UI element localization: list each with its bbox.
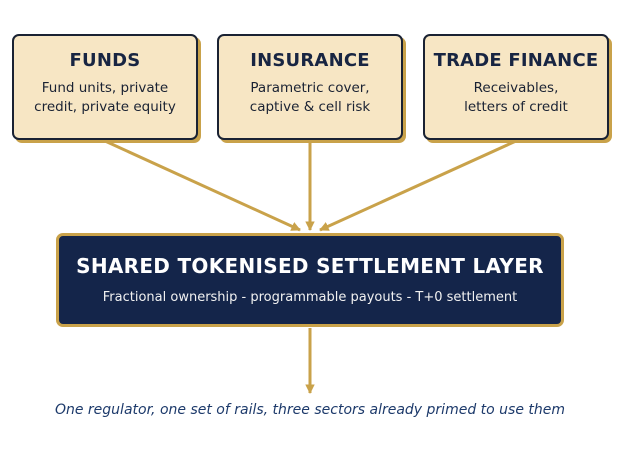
sector-title-trade-finance: TRADE FINANCE bbox=[433, 50, 599, 71]
sector-box-insurance: INSURANCE Parametric cover, captive & ce… bbox=[217, 34, 403, 140]
sector-description-trade-finance: Receivables, letters of credit bbox=[425, 79, 607, 117]
footer-note: One regulator, one set of rails, three s… bbox=[54, 402, 566, 418]
sector-description-line: letters of credit bbox=[464, 99, 568, 115]
settlement-layer-subtitle: Fractional ownership - programmable payo… bbox=[102, 290, 518, 305]
arrow-trade-to-layer bbox=[319, 139, 517, 232]
arrow-funds-to-layer bbox=[104, 139, 301, 232]
sector-description-line: credit, private equity bbox=[34, 99, 176, 115]
sector-description-insurance: Parametric cover, captive & cell risk bbox=[219, 79, 401, 117]
settlement-layer-box: SHARED TOKENISED SETTLEMENT LAYER Fracti… bbox=[56, 233, 564, 327]
settlement-layer-title: SHARED TOKENISED SETTLEMENT LAYER bbox=[76, 254, 544, 278]
sector-box-trade-finance: TRADE FINANCE Receivables, letters of cr… bbox=[423, 34, 609, 140]
sector-title-funds: FUNDS bbox=[69, 50, 141, 71]
sector-description-line: Fund units, private bbox=[41, 80, 169, 96]
sector-title-insurance: INSURANCE bbox=[250, 50, 370, 71]
sector-description-line: Parametric cover, bbox=[250, 80, 370, 96]
sector-description-line: Receivables, bbox=[473, 80, 559, 96]
sector-box-funds: FUNDS Fund units, private credit, privat… bbox=[12, 34, 198, 140]
sector-description-line: captive & cell risk bbox=[249, 99, 371, 115]
sector-description-funds: Fund units, private credit, private equi… bbox=[14, 79, 196, 117]
